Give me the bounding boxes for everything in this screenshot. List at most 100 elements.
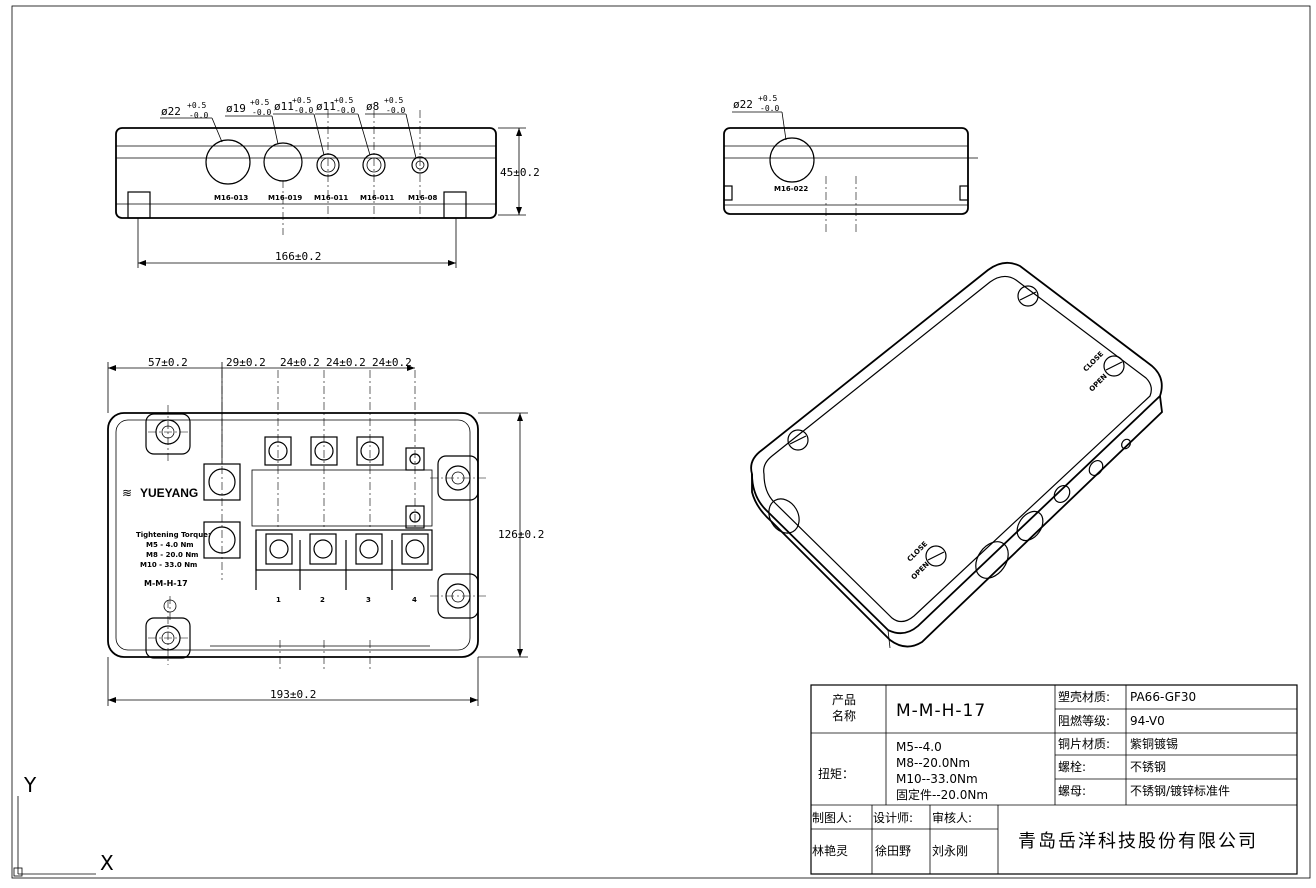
iso-hole-3	[1016, 510, 1044, 542]
iso-hole-6	[1121, 438, 1131, 450]
front-hole-callout-3: ø11 +0.5 -0.0	[273, 96, 325, 156]
spec-value-bolt: 不锈钢	[1130, 760, 1166, 774]
side-hole-label: M16-022	[774, 185, 808, 193]
title-block: 产品 名称 M-M-H-17 扭矩： M5--4.0 M8--20.0Nm M1…	[810, 684, 1298, 875]
terminal-label-1: 1	[276, 596, 281, 604]
product-name: M-M-H-17	[896, 701, 986, 721]
name-designer: 徐田野	[875, 843, 911, 858]
latch-close-top: CLOSE	[1082, 350, 1106, 374]
role-reviewer: 审核人:	[932, 810, 972, 825]
front-hole-callout-2: ø19 +0.5 -0.0	[225, 98, 279, 145]
spacing-dim-5: 24±0.2	[372, 356, 412, 369]
ucs-y-label: Y	[23, 773, 37, 797]
front-hole-label-3: M16-011	[314, 194, 348, 202]
mount-ear-top-left	[145, 405, 191, 462]
ucs-x-label: X	[100, 851, 114, 875]
top-height-dim: 126±0.2	[498, 528, 544, 541]
torque-value-2: M8--20.0Nm	[896, 756, 970, 770]
svg-text:-0.0: -0.0	[252, 108, 271, 117]
front-hole-label-5: M16-08	[408, 194, 437, 202]
front-hole-callout-1: ø22 +0.5 -0.0	[160, 101, 223, 143]
side-view: M16-022 ø22 +0.5 -0.0	[723, 94, 978, 232]
svg-text:+0.5: +0.5	[334, 96, 353, 105]
iso-screw-1	[1017, 285, 1039, 307]
terminal-label-3: 3	[366, 596, 371, 604]
side-hole-callout: ø22 +0.5 -0.0	[732, 94, 787, 141]
torque-value-4: 固定件--20.0Nm	[896, 787, 988, 802]
iso-hole-1	[768, 498, 800, 534]
model-mark: M-M-H-17	[144, 579, 188, 588]
torque-value-1: M5--4.0	[896, 740, 942, 754]
role-drafter: 制图人:	[812, 811, 852, 825]
front-hole-callout-5: ø8 +0.5 -0.0	[365, 96, 417, 159]
front-hole-callout-4: ø11 +0.5 -0.0	[315, 96, 371, 156]
torque-value-3: M10--33.0Nm	[896, 772, 978, 786]
latch-close-bottom: CLOSE	[906, 540, 930, 564]
spec-value-copper: 紫铜镀锡	[1130, 736, 1178, 751]
svg-text:-0.0: -0.0	[189, 111, 208, 120]
product-label-line-1: 产品	[832, 693, 856, 707]
svg-text:+0.5: +0.5	[292, 96, 311, 105]
side-view-outline	[723, 127, 969, 215]
isometric-view: CLOSE OPEN CLOSE OPEN	[750, 261, 1163, 649]
front-hole-2	[263, 142, 303, 182]
spec-key-nut: 螺母:	[1058, 784, 1086, 798]
brand-logo-icon: ≋	[122, 486, 132, 500]
svg-text:ø8: ø8	[366, 100, 379, 113]
front-hole-label-2: M16-019	[268, 194, 302, 202]
svg-text:ø19: ø19	[226, 102, 246, 115]
svg-text:ø11: ø11	[316, 100, 336, 113]
front-width-dim: 166±0.2	[275, 250, 321, 263]
svg-text:-0.0: -0.0	[336, 106, 355, 115]
svg-text:ø22: ø22	[733, 98, 753, 111]
company-name: 青岛岳洋科技股份有限公司	[1018, 831, 1258, 852]
product-label-line-2: 名称	[832, 708, 856, 723]
spacing-dim-3: 24±0.2	[280, 356, 320, 369]
terminal-block	[255, 533, 429, 590]
torque-line-3: M10 - 33.0 Nm	[140, 561, 197, 569]
ucs-icon: Y X	[13, 773, 114, 877]
torque-line-2: M8 - 20.0 Nm	[146, 551, 198, 559]
spacing-dim-2: 29±0.2	[226, 356, 266, 369]
front-height-dim: 45±0.2	[500, 166, 540, 179]
terminal-label-2: 2	[320, 596, 325, 604]
spec-key-shell: 塑壳材质:	[1058, 689, 1110, 704]
top-view-outline	[107, 412, 479, 658]
latch-open-bottom: OPEN	[910, 560, 931, 581]
spec-value-flame: 94-V0	[1130, 714, 1165, 728]
torque-title: Tightening Torque:	[136, 531, 211, 539]
front-hole-1	[205, 139, 251, 185]
front-hole-label-1: M16-013	[214, 194, 248, 202]
svg-text:-0.0: -0.0	[294, 106, 313, 115]
front-hole-label-4: M16-011	[360, 194, 394, 202]
svg-text:+0.5: +0.5	[758, 94, 777, 103]
iso-screw-3	[1103, 355, 1125, 377]
svg-text:-0.0: -0.0	[386, 106, 405, 115]
spec-key-bolt: 螺栓:	[1058, 759, 1086, 774]
spacing-dim-4: 24±0.2	[326, 356, 366, 369]
svg-text:+0.5: +0.5	[384, 96, 403, 105]
top-view: YUEYANG ≋ Tightening Torque: M5 - 4.0 Nm…	[107, 356, 544, 706]
svg-text:ø11: ø11	[274, 100, 294, 113]
name-reviewer: 刘永刚	[932, 844, 968, 858]
iso-hole-4	[1053, 485, 1071, 503]
side-hole	[769, 137, 815, 183]
spec-key-copper: 铜片材质:	[1058, 736, 1110, 751]
top-width-dim: 193±0.2	[270, 688, 316, 701]
spec-key-flame: 阻燃等级:	[1058, 713, 1110, 728]
mount-ear-right-bottom	[430, 573, 486, 619]
latch-open-top: OPEN	[1088, 372, 1109, 393]
iso-hole-2	[975, 541, 1009, 579]
top-view-brand: YUEYANG	[140, 486, 198, 500]
front-view: M16-013 M16-019 M16-011 M16-011 M16-08 ø…	[115, 96, 540, 268]
drawing-frame	[11, 5, 1311, 879]
terminal-label-4: 4	[412, 596, 417, 604]
front-view-outline	[115, 127, 497, 219]
name-drafter: 林艳灵	[812, 843, 848, 858]
mount-ear-bottom-left	[145, 600, 191, 665]
role-designer: 设计师:	[873, 811, 913, 825]
iso-screw-4	[925, 545, 947, 567]
svg-text:ø22: ø22	[161, 105, 181, 118]
svg-text:-0.0: -0.0	[760, 104, 779, 113]
